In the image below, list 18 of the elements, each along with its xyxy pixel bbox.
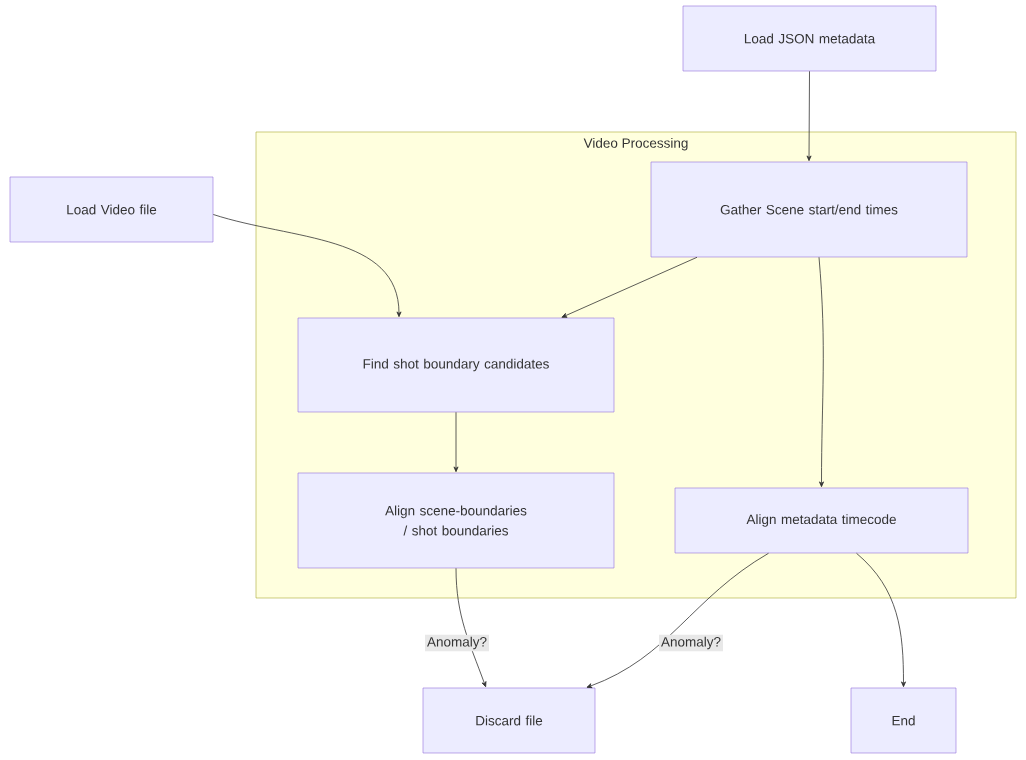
arrow: [561, 256, 698, 318]
process-box: Align scene-boundaries / shot boundaries: [297, 472, 615, 569]
arrow: [806, 70, 812, 162]
arrow: [818, 256, 824, 488]
arrow: [212, 214, 402, 318]
process-box: Gather Scene start/end times: [650, 161, 968, 258]
arrow: [453, 411, 459, 473]
arrow: [586, 552, 769, 689]
edge-label: Anomaly?: [659, 634, 723, 652]
arrow: [455, 567, 487, 688]
process-box: Align metadata timecode: [674, 487, 969, 554]
process-box: Load JSON metadata: [682, 5, 937, 72]
process-box: Discard file: [422, 687, 596, 754]
arrow: [856, 552, 906, 688]
process-box: Find shot boundary candidates: [297, 317, 615, 413]
process-box: End: [850, 687, 957, 754]
edge-label: Anomaly?: [425, 634, 489, 652]
process-box: Load Video file: [9, 176, 214, 243]
